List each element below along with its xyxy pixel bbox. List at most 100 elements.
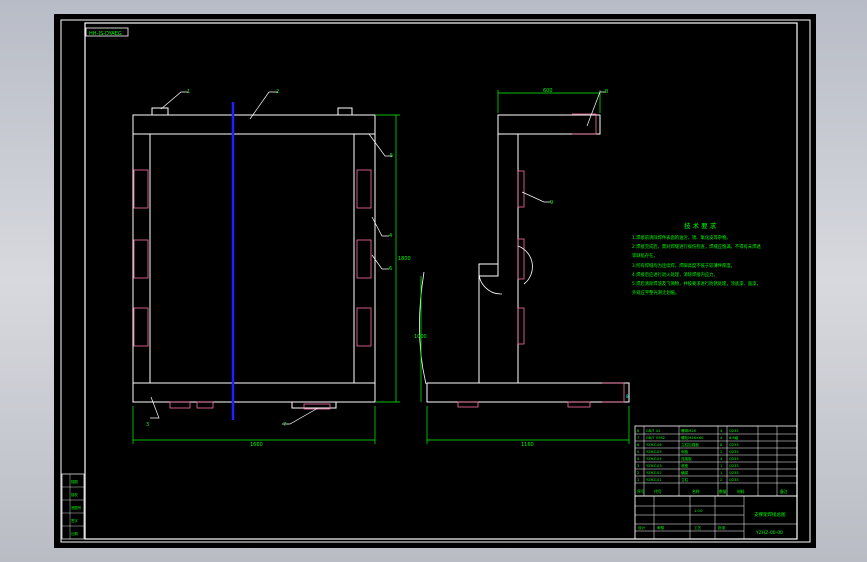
top-lug-right (337, 107, 353, 116)
bom-cell: 3 (637, 464, 639, 468)
bom-cell: 1 (720, 471, 722, 475)
bom-cell: Q235 (729, 464, 739, 468)
bom-cell: Q235 (729, 478, 739, 482)
sign-process: 工艺 (694, 525, 702, 530)
bom-cell: 1 (637, 478, 639, 482)
dim-front-width: 1660 (250, 442, 263, 448)
bom-cell: 5 (637, 450, 639, 454)
bom-cell: 螺栓M16×60 (681, 435, 704, 440)
bottom-base (132, 382, 376, 403)
bom-cell: 7 (637, 436, 639, 440)
svg-text:外观应平整光滑无划痕。: 外观应平整光滑无划痕。 (632, 289, 679, 296)
bom-cell: Q235 (729, 457, 739, 461)
front-plates (133, 169, 372, 410)
bom-cell: 4 (637, 457, 640, 461)
bom-cell: 8 (720, 443, 723, 447)
bom-h-0: 序号 (637, 489, 645, 494)
bom-cell: YZHZ-06 (646, 443, 662, 447)
svg-text:日期: 日期 (71, 531, 78, 536)
balloon-5: 5 (390, 153, 393, 159)
title-block: 支撑架焊接总图 YZHZ-00-00 1:10 设计 审核 工艺 批准 (634, 495, 798, 540)
balloon-side-9: 9 (550, 200, 553, 206)
svg-text:等缺陷存在。: 等缺陷存在。 (632, 252, 658, 259)
front-view (132, 107, 376, 409)
bom-cell: 4 (720, 436, 723, 440)
bom-h-4: 材料 (737, 489, 745, 494)
balloon-side-8: 8 (605, 89, 608, 95)
svg-text:签字: 签字 (71, 518, 78, 523)
bom-cell: 底座 (681, 463, 689, 468)
bom-cell: 4 (720, 429, 723, 433)
svg-text:描图: 描图 (71, 479, 78, 484)
bom-cell: YZHZ-04 (646, 457, 662, 461)
title-tag: HH-JS-DYAEG (89, 31, 122, 37)
bom-cell: 螺母M16 (681, 428, 697, 433)
top-beam (132, 114, 376, 135)
balloon-1: 1 (187, 89, 190, 95)
bom-cell: Q235 (729, 443, 739, 447)
tech-req-lines: 1.焊接前清除焊件表面的油污、锈、氧化皮等杂物。 2.焊接完成后，需对焊缝进行探… (632, 234, 761, 296)
svg-text:描校: 描校 (71, 492, 78, 497)
bom-cell: 1 (720, 464, 722, 468)
bom-cell: GB/T 41 (646, 429, 660, 433)
front-leaders (150, 91, 392, 425)
dim-side-height: 1000 (414, 334, 427, 340)
bom-h-2: 名称 (692, 489, 700, 494)
bottom-foot (291, 401, 337, 409)
side-column-left (478, 134, 499, 383)
bom-cell: YZHZ-02 (646, 471, 662, 475)
svg-text:2.焊接完成后，需对焊缝进行探伤检查，焊缝应饱满，不得有未焊: 2.焊接完成后，需对焊缝进行探伤检查，焊缝应饱满，不得有未焊透 (632, 243, 761, 250)
tech-req-heading: 技 术 要 求 (684, 221, 717, 230)
bom-cell: Q235 (729, 429, 739, 433)
balloon-7: 7 (283, 422, 286, 428)
balloon-2: 2 (276, 89, 279, 95)
dim-side-top: 600 (543, 88, 553, 94)
bom-h-5: 备注 (780, 489, 788, 494)
bom-cell: 6 (637, 443, 640, 447)
bom-cell: 连接板 (681, 456, 692, 461)
bom-cell: 立柱加强板 (681, 442, 699, 447)
side-plates (457, 113, 625, 408)
sign-approve: 批准 (718, 525, 726, 530)
bom-cell: 立柱 (681, 477, 689, 482)
outer-border (60, 19, 811, 543)
dim-front-height: 1800 (398, 256, 411, 262)
bom-cell: Q235 (729, 450, 739, 454)
bom-cell: 8.8级 (729, 435, 739, 440)
balloon-4: 4 (389, 233, 392, 239)
bom-cell: 2 (637, 471, 639, 475)
bom-cell: 8 (637, 429, 640, 433)
title-block-name: 支撑架焊接总图 (754, 511, 786, 518)
bom-cell: 2 (720, 478, 722, 482)
title-block-code: YZHZ-00-00 (755, 530, 783, 536)
title-block-scale: 1:10 (694, 508, 703, 513)
title-tag-box (85, 27, 129, 37)
bom-cell: YZHZ-03 (646, 464, 662, 468)
side-dimensions (420, 90, 630, 444)
bom-cell: 4 (720, 457, 723, 461)
side-view (426, 114, 630, 403)
bom-cell: YZHZ-05 (646, 450, 662, 454)
svg-text:4.焊接后应进行退火处理，消除焊接内应力。: 4.焊接后应进行退火处理，消除焊接内应力。 (632, 271, 718, 278)
dim-side-width: 1160 (521, 442, 534, 448)
svg-text:5.焊后清除焊渣及飞溅物，并按要求进行防锈处理，涂底漆、面漆: 5.焊后清除焊渣及飞溅物，并按要求进行防锈处理，涂底漆、面漆， (632, 280, 761, 287)
svg-text:1.焊接前清除焊件表面的油污、锈、氧化皮等杂物。: 1.焊接前清除焊件表面的油污、锈、氧化皮等杂物。 (632, 234, 731, 241)
inner-border (84, 22, 798, 540)
front-dimensions (132, 114, 400, 444)
drawing-sheet: HH-JS-DYAEG (60, 19, 811, 543)
sign-design: 设计 (638, 525, 646, 530)
side-base (426, 382, 630, 403)
bom-cell: 2 (720, 450, 722, 454)
cad-viewport[interactable]: HH-JS-DYAEG (54, 14, 816, 548)
balloon-6: 6 (389, 266, 392, 272)
bom-h-1: 代号 (654, 489, 662, 494)
bom-cell: GB/T 5782 (646, 436, 665, 440)
bom-cell: 横梁 (681, 470, 689, 475)
top-lug-left (151, 107, 169, 116)
sign-review: 审核 (657, 525, 665, 530)
bom-cell: Q235 (729, 471, 739, 475)
side-leaders (521, 91, 606, 203)
inner-opening (149, 133, 355, 384)
svg-text:3.所有焊缝均为连续焊，焊脚高度不低于较薄件厚度。: 3.所有焊缝均为连续焊，焊脚高度不低于较薄件厚度。 (632, 262, 735, 269)
